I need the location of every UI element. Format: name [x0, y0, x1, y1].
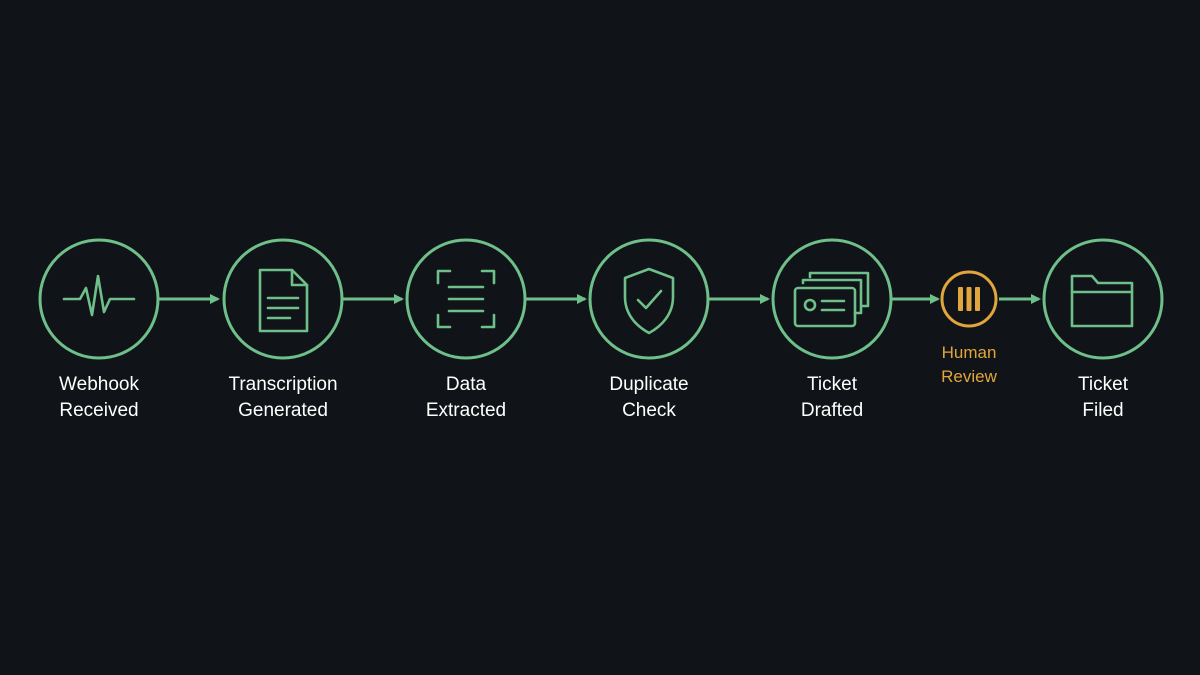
step-node-human-review	[940, 270, 998, 328]
step-label-line: Data	[445, 374, 487, 395]
step-label-data-extracted: Data Extracted	[381, 372, 551, 424]
step-label-ticket-filed: Ticket Filed	[1018, 372, 1188, 424]
step-label-ticket-drafted: Ticket Drafted	[747, 372, 917, 424]
step-label-line: Check	[622, 400, 676, 421]
step-label-line: Filed	[1082, 400, 1124, 421]
step-label-duplicate-check: Duplicate Check	[564, 372, 734, 424]
step-label-line: Human	[941, 343, 997, 362]
document-icon	[258, 268, 309, 333]
step-label-line: Review	[941, 367, 997, 386]
ticket-stack-icon	[793, 271, 870, 328]
step-label-line: Duplicate	[609, 374, 689, 395]
step-label-line: Generated	[238, 400, 328, 421]
step-node-ticket-filed	[1042, 238, 1164, 360]
step-node-webhook	[38, 238, 160, 360]
scan-text-icon	[436, 269, 496, 329]
step-label-line: Received	[59, 400, 139, 421]
step-label-human-review: Human Review	[884, 341, 1054, 389]
pulse-icon	[62, 274, 136, 317]
step-node-data-extracted	[405, 238, 527, 360]
step-label-line: Ticket	[807, 374, 857, 395]
step-label-line: Ticket	[1078, 374, 1128, 395]
pause-icon	[958, 287, 980, 311]
step-label-webhook: Webhook Received	[14, 372, 184, 424]
step-node-duplicate-check	[588, 238, 710, 360]
step-label-line: Transcription	[228, 374, 338, 395]
step-label-line: Drafted	[800, 400, 864, 421]
step-label-transcription: Transcription Generated	[198, 372, 368, 424]
step-node-transcription	[222, 238, 344, 360]
shield-check-icon	[623, 267, 675, 335]
step-label-line: Webhook	[59, 374, 139, 395]
step-node-ticket-drafted	[771, 238, 893, 360]
step-label-line: Extracted	[425, 400, 507, 421]
folder-icon	[1070, 274, 1134, 328]
